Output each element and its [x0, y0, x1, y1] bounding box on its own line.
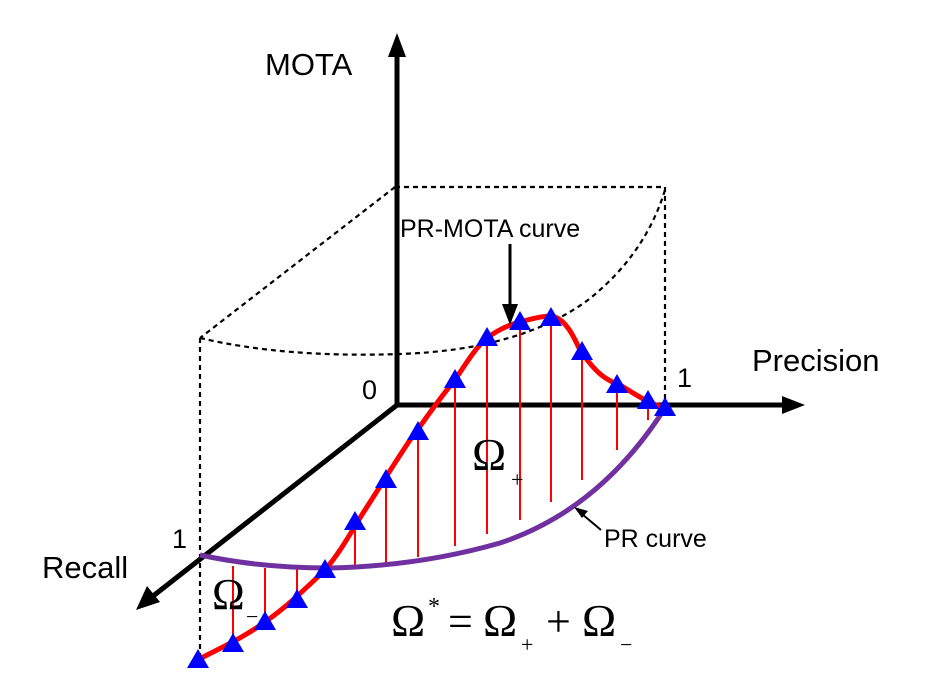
pr-curve-pointer-line: [581, 513, 602, 531]
triangle-marker-9: [444, 369, 466, 388]
pr-curve-pointer-head: [574, 507, 588, 518]
mota-axis-label: MOTA: [265, 47, 353, 82]
recall-axis-label: Recall: [42, 550, 128, 585]
triangle-marker-10: [476, 327, 498, 346]
formula-omega-plus: Ω: [483, 595, 517, 646]
dashed-guide-box: [198, 185, 667, 657]
triangle-marker-15: [637, 390, 659, 409]
triangle-marker-13: [571, 341, 593, 360]
triangle-marker-14: [606, 374, 628, 393]
guide-left-diagonal: [199, 186, 396, 339]
triangle-marker-6: [344, 511, 366, 530]
triangle-marker-16: [654, 397, 676, 416]
pr-curve-pointer: [574, 507, 602, 531]
formula-plus-sub: +: [521, 632, 533, 657]
pr-curve-label: PR curve: [604, 525, 707, 553]
pr-mota-curve-label: PR-MOTA curve: [400, 215, 580, 243]
recall-axis-arrowhead: [136, 586, 160, 610]
formula-equals: =: [448, 597, 473, 646]
triangle-marker-8: [407, 421, 429, 440]
omega-minus-subscript: −: [246, 604, 258, 629]
stems: [232, 318, 649, 644]
triangle-marker-2: [222, 633, 244, 652]
triangle-marker-4: [286, 589, 308, 608]
axes: [146, 52, 790, 602]
mota-axis-arrowhead: [388, 33, 406, 57]
triangle-marker-5: [314, 559, 336, 578]
triangle-marker-3: [254, 611, 276, 630]
pr-mota-pointer: [502, 244, 518, 325]
precision-axis-label: Precision: [752, 343, 880, 378]
formula-omega-minus: Ω: [582, 595, 616, 646]
omega-minus-label: Ω −: [212, 570, 258, 629]
omega-minus-symbol: Ω: [212, 570, 245, 619]
triangle-marker-1: [187, 649, 209, 668]
formula-minus-sub: −: [620, 632, 632, 657]
recall-axis: [146, 403, 399, 602]
formula: Ω * = Ω + + Ω −: [391, 594, 632, 657]
triangle-marker-11: [509, 311, 531, 330]
formula-plus-op: +: [546, 597, 571, 646]
formula-star: *: [428, 594, 440, 620]
formula-omega-star: Ω: [391, 595, 425, 646]
precision-axis-arrowhead: [782, 396, 805, 414]
omega-plus-subscript: +: [511, 467, 523, 492]
triangle-marker-12: [540, 307, 562, 326]
axis-arrowheads: [136, 33, 805, 610]
omega-plus-label: Ω +: [472, 429, 523, 492]
markers: [187, 307, 676, 668]
pr-mota-pointer-head: [502, 304, 518, 325]
origin-label: 0: [362, 375, 377, 405]
pr-curve: [199, 406, 668, 571]
omega-plus-symbol: Ω: [472, 429, 506, 480]
triangle-marker-7: [375, 469, 397, 488]
precision-one-label: 1: [677, 363, 692, 393]
recall-one-label: 1: [172, 524, 187, 554]
